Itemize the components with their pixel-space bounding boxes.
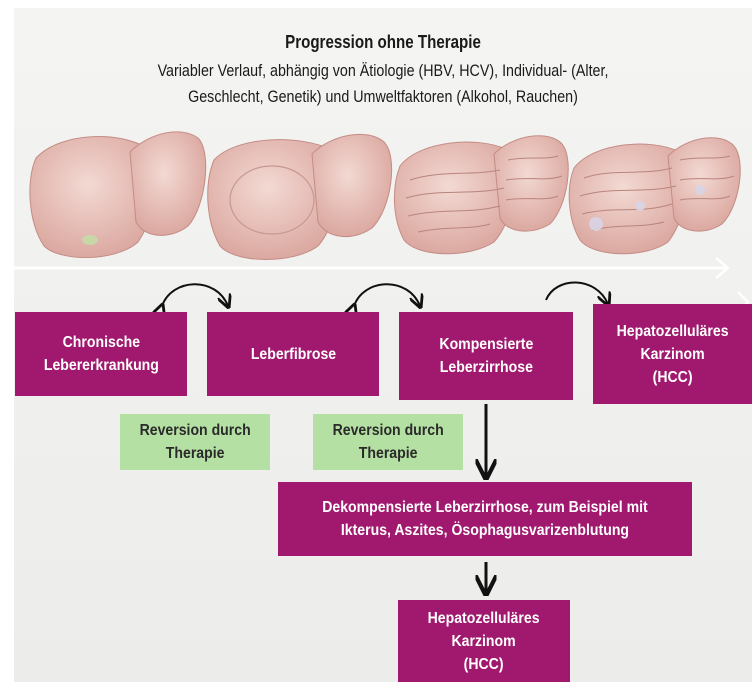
stage-liver-fibrosis: Leberfibrose [207,312,379,396]
liver-enlarged-icon [208,134,392,259]
reversion-box-left: Reversion durch Therapie [120,414,270,470]
stage-hcc-top: Hepatozelluläres Karzinom (HCC) [593,304,752,404]
stage-compensated-cirrhosis: Kompensierte Leberzirrhose [399,312,573,400]
progression-arrow [546,282,608,304]
reversion-box-right: Reversion durch Therapie [313,414,463,470]
reversible-arrow-1 [162,284,228,306]
reversible-arrow-2 [354,284,420,306]
liver-healthy-icon [30,132,206,258]
stage-decompensated-cirrhosis: Dekompensierte Leberzirrhose, zum Beispi… [278,482,692,556]
liver-fibrotic-icon [394,136,568,254]
stage-hcc-bottom: Hepatozelluläres Karzinom (HCC) [398,600,570,682]
liver-cirrhotic-icon [569,138,740,254]
stage-chronic-liver-disease: Chronische Lebererkrankung [15,312,187,396]
